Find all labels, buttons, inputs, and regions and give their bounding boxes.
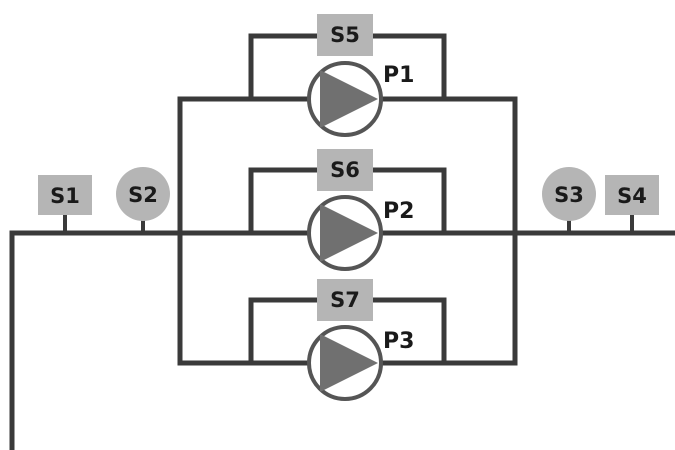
pump-icon [320,204,378,262]
sensor-s7-label: S7 [330,288,360,312]
inlet-pipe [9,230,183,450]
pump-p3: P3 [307,325,414,401]
sensor-s4-box [605,175,659,215]
pump-p2: P2 [307,195,414,271]
sensor-s6-label: S6 [330,158,360,182]
sensor-s3-circle [542,167,596,221]
sensor-s4: S4 [605,175,659,215]
sensor-s2-circle [116,167,170,221]
sensor-s5-label: S5 [330,23,360,47]
sensor-s1: S1 [38,175,92,215]
sensor-s5-box [317,14,373,56]
pump-icon [320,334,378,392]
sensor-s1-label: S1 [50,184,80,208]
sensor-s7: S7 [317,279,373,321]
sensor-s1-box [38,175,92,215]
pump-p1: P1 [307,61,414,137]
pump-p3-label: P3 [383,329,414,354]
pump-p1-label: P1 [383,63,414,88]
sensor-s6-box [317,149,373,191]
sensor-s3: S3 [542,167,596,221]
sensor-s3-label: S3 [554,183,584,207]
sensor-s7-box [317,279,373,321]
sensor-s2: S2 [116,167,170,221]
sensor-s4-label: S4 [617,184,647,208]
sensor-s6: S6 [317,149,373,191]
sensor-s5: S5 [317,14,373,56]
pump-icon [320,70,378,128]
sensor-s2-label: S2 [128,183,158,207]
pump-p2-label: P2 [383,199,414,224]
